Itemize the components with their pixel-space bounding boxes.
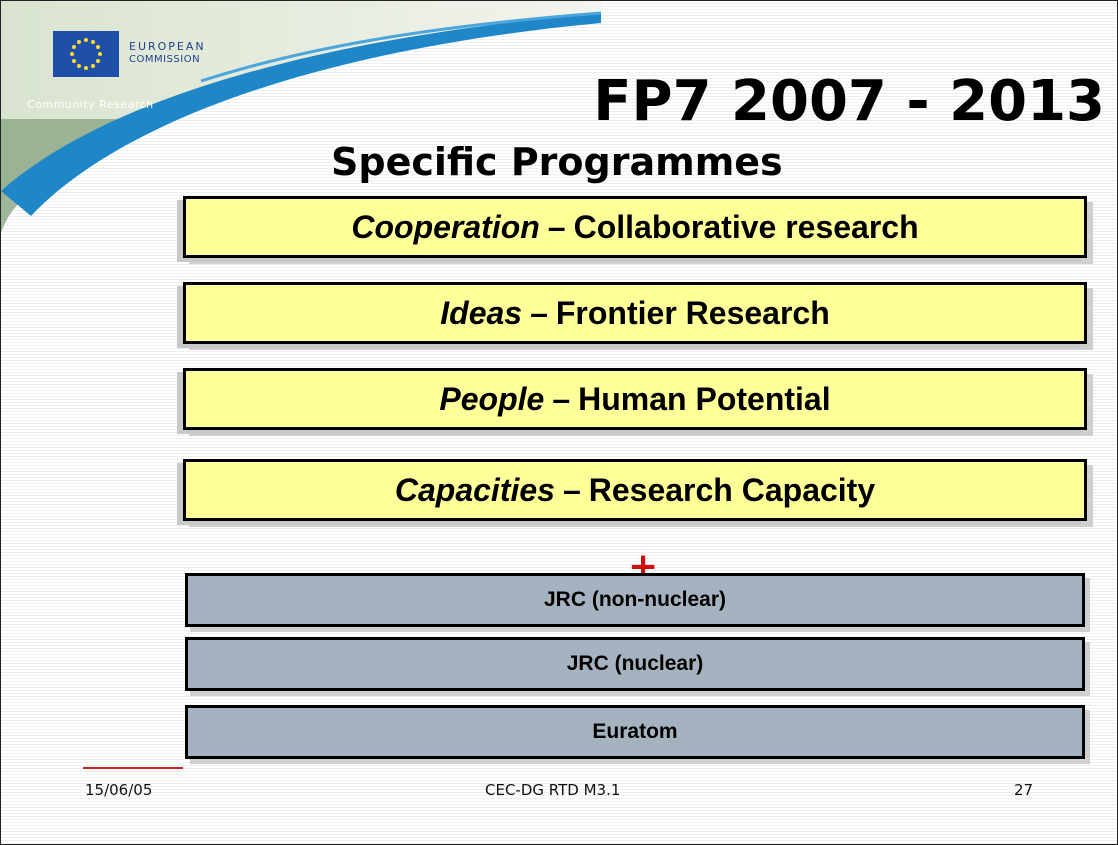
- programme-box-capacities: Capacities – Research Capacity: [183, 459, 1087, 521]
- programme-separator: –: [547, 208, 566, 245]
- footer-center-text: CEC-DG RTD M3.1: [485, 781, 621, 799]
- header-swoosh: [1, 1, 602, 233]
- european-commission-logo: EUROPEAN COMMISSION: [49, 31, 249, 91]
- jrc-box-nuclear: JRC (nuclear): [185, 637, 1085, 691]
- footer-date: 15/06/05: [85, 781, 153, 799]
- programme-description: Research Capacity: [588, 471, 876, 508]
- slide-subtitle: Specific Programmes: [331, 140, 783, 184]
- slide-title: FP7 2007 - 2013: [593, 69, 1105, 134]
- footer-page-number: 27: [1014, 781, 1034, 799]
- programme-separator: –: [552, 380, 571, 417]
- logo-text: EUROPEAN COMMISSION: [129, 41, 206, 66]
- footer-divider: [83, 767, 183, 769]
- logo-line-2: COMMISSION: [129, 54, 201, 65]
- community-research-tagline: Community Research: [27, 98, 154, 111]
- programme-name: Capacities: [394, 471, 555, 508]
- programme-name: People: [439, 380, 545, 417]
- eu-flag-icon: [53, 31, 119, 77]
- programme-separator: –: [530, 294, 548, 331]
- programme-name: Cooperation: [351, 208, 540, 245]
- programme-box-cooperation: Cooperation – Collaborative research: [183, 196, 1087, 258]
- programme-description: Human Potential: [578, 380, 831, 417]
- jrc-box-euratom: Euratom: [185, 705, 1085, 759]
- programme-description: Collaborative research: [573, 208, 919, 245]
- jrc-box-non-nuclear: JRC (non-nuclear): [185, 573, 1085, 627]
- logo-line-1: EUROPEAN: [129, 40, 206, 53]
- programme-separator: –: [562, 471, 581, 508]
- programme-description: Frontier Research: [555, 294, 830, 331]
- programme-box-ideas: Ideas – Frontier Research: [183, 282, 1087, 344]
- programme-box-people: People – Human Potential: [183, 368, 1087, 430]
- programme-name: Ideas: [440, 294, 523, 331]
